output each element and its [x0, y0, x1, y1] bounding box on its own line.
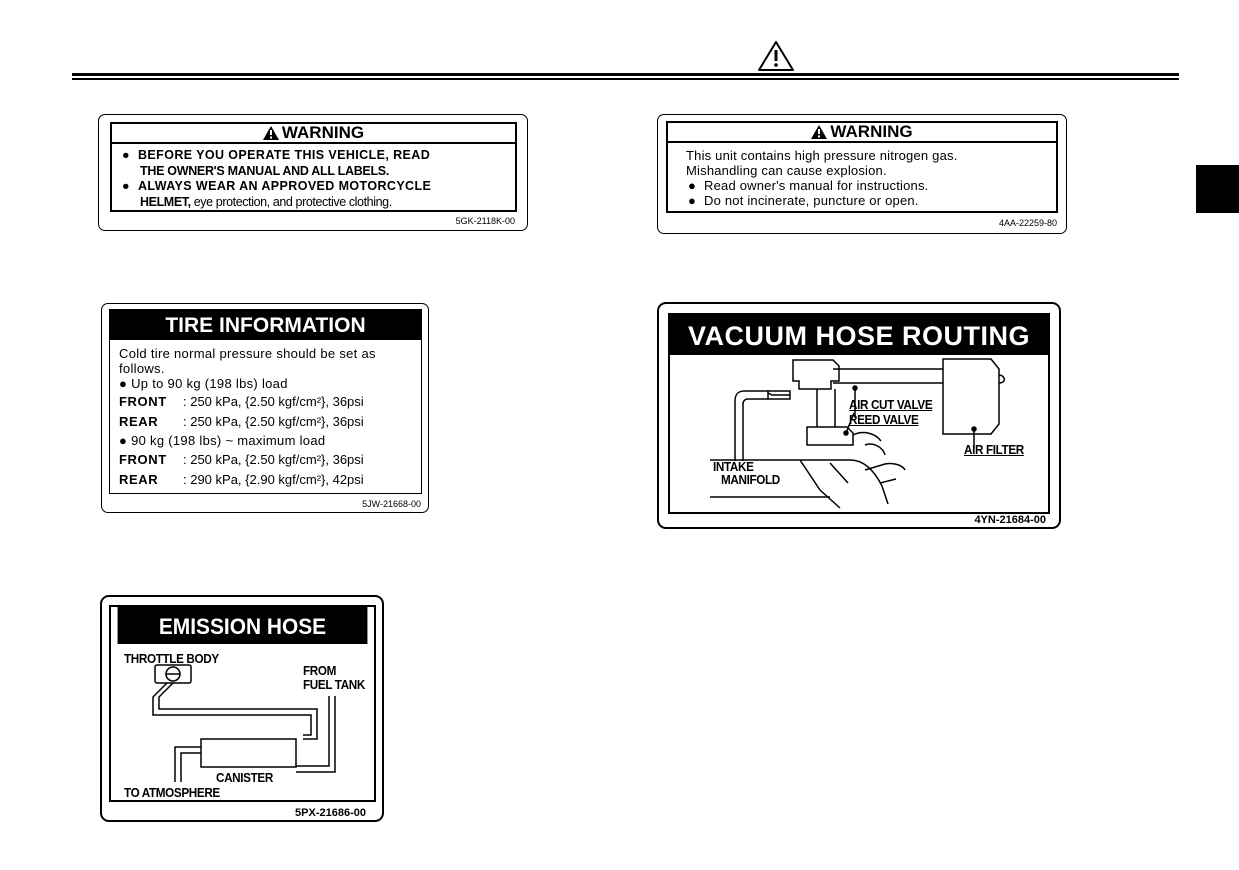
intake-label: INTAKE [713, 459, 754, 474]
tire-load-condition: ● Up to 90 kg (198 lbs) load [119, 376, 288, 391]
from-label: FROM [303, 663, 337, 678]
label-code: 5JW-21668-00 [362, 499, 421, 509]
vacuum-title: VACUUM HOSE ROUTING [670, 315, 1048, 355]
reed-valve-label: REED VALVE [849, 412, 919, 427]
vacuum-hose-routing-label: VACUUM HOSE ROUTING [657, 302, 1061, 529]
warning-triangle-icon [811, 125, 828, 139]
label-code: 4YN-21684-00 [974, 514, 1046, 526]
emission-title: EMISSION HOSE ROUTING [117, 607, 368, 679]
label-code: 4AA-22259-80 [998, 218, 1057, 228]
tire-row-front: FRONT: 250 kPa, {2.50 kgf/cm²}, 36psi [119, 394, 364, 410]
tire-load-condition: ● 90 kg (198 lbs) ~ maximum load [119, 433, 326, 448]
throttle-body-label: THROTTLE BODY [124, 651, 219, 666]
warning-triangle-icon [262, 126, 279, 140]
warning-heading: WARNING [112, 123, 515, 144]
warning-line: BEFORE YOU OPERATE THIS VEHICLE, READ [138, 148, 431, 162]
warning-bullet: Do not incinerate, puncture or open. [704, 193, 919, 208]
header-rule-bottom [72, 78, 1179, 80]
tire-intro: Cold tire normal pressure should be set … [119, 346, 376, 361]
canister-label: CANISTER [216, 770, 273, 785]
emission-hose-routing-label: EMISSION HOSE ROUTING THROTTLE BODY FROM… [100, 595, 384, 822]
section-tab [1196, 165, 1239, 213]
tire-title: TIRE INFORMATION [110, 310, 421, 340]
warning-line: ALWAYS WEAR AN APPROVED MOTORCYCLE [138, 179, 432, 193]
warning-line: eye protection, and protective clothing. [190, 194, 392, 209]
warning-line: This unit contains high pressure nitroge… [686, 148, 958, 163]
vacuum-hose-diagram [710, 358, 1005, 509]
label-code: 5PX-21686-00 [295, 807, 366, 819]
warning-bullet: Read owner's manual for instructions. [704, 178, 929, 193]
warning-label-helmet: WARNING ●BEFORE YOU OPERATE THIS VEHICLE… [98, 114, 528, 231]
tire-row-front: FRONT: 250 kPa, {2.50 kgf/cm²}, 36psi [119, 452, 364, 468]
fuel-tank-label: FUEL TANK [303, 677, 365, 692]
tire-row-rear: REAR: 290 kPa, {2.90 kgf/cm²}, 42psi [119, 471, 364, 487]
manifold-label: MANIFOLD [721, 472, 780, 487]
air-filter-label: AIR FILTER [964, 442, 1024, 457]
header-rule-top [72, 73, 1179, 76]
tire-row-rear: REAR: 250 kPa, {2.50 kgf/cm²}, 36psi [119, 413, 364, 429]
air-cut-valve-label: AIR CUT VALVE [849, 397, 933, 412]
label-code: 5GK-2118K-00 [455, 216, 515, 226]
warning-line: Mishandling can cause explosion. [686, 163, 887, 178]
tire-intro: follows. [119, 361, 165, 376]
warning-line-bold: HELMET, [140, 194, 191, 209]
tire-information-label: TIRE INFORMATION Cold tire normal pressu… [101, 303, 429, 513]
emission-hose-diagram [152, 664, 336, 782]
to-atmosphere-label: TO ATMOSPHERE [124, 785, 220, 800]
warning-label-nitrogen: WARNING This unit contains high pressure… [657, 114, 1067, 234]
warning-heading: WARNING [668, 122, 1056, 143]
warning-line: THE OWNER'S MANUAL AND ALL LABELS. [140, 163, 390, 178]
warning-triangle-icon [758, 41, 794, 71]
